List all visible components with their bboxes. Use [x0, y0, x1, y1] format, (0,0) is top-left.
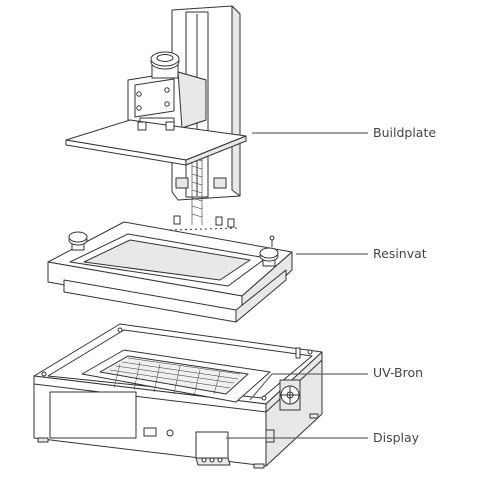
base-unit	[33, 323, 323, 469]
leader-lines	[226, 132, 368, 439]
callout-resinvat: Resinvat	[373, 246, 427, 261]
callout-display: Display	[373, 430, 420, 445]
vat-knob-right	[259, 247, 279, 267]
vat-knob-left	[68, 231, 88, 251]
vat-screws	[169, 215, 241, 231]
feet	[37, 413, 319, 469]
leader-uvbron	[249, 373, 368, 401]
resin-vat	[47, 221, 293, 323]
display-panel	[195, 431, 231, 466]
callout-uv-bron: UV-Bron	[373, 365, 424, 380]
buildplate	[65, 119, 247, 166]
lcd-screen	[81, 349, 271, 403]
lead-screw	[191, 140, 203, 225]
usb-port	[143, 427, 174, 437]
carriage-bracket	[127, 71, 207, 129]
callout-buildplate: Buildplate	[373, 125, 437, 140]
cooling-fan	[279, 379, 301, 411]
leveling-knob	[150, 51, 180, 79]
